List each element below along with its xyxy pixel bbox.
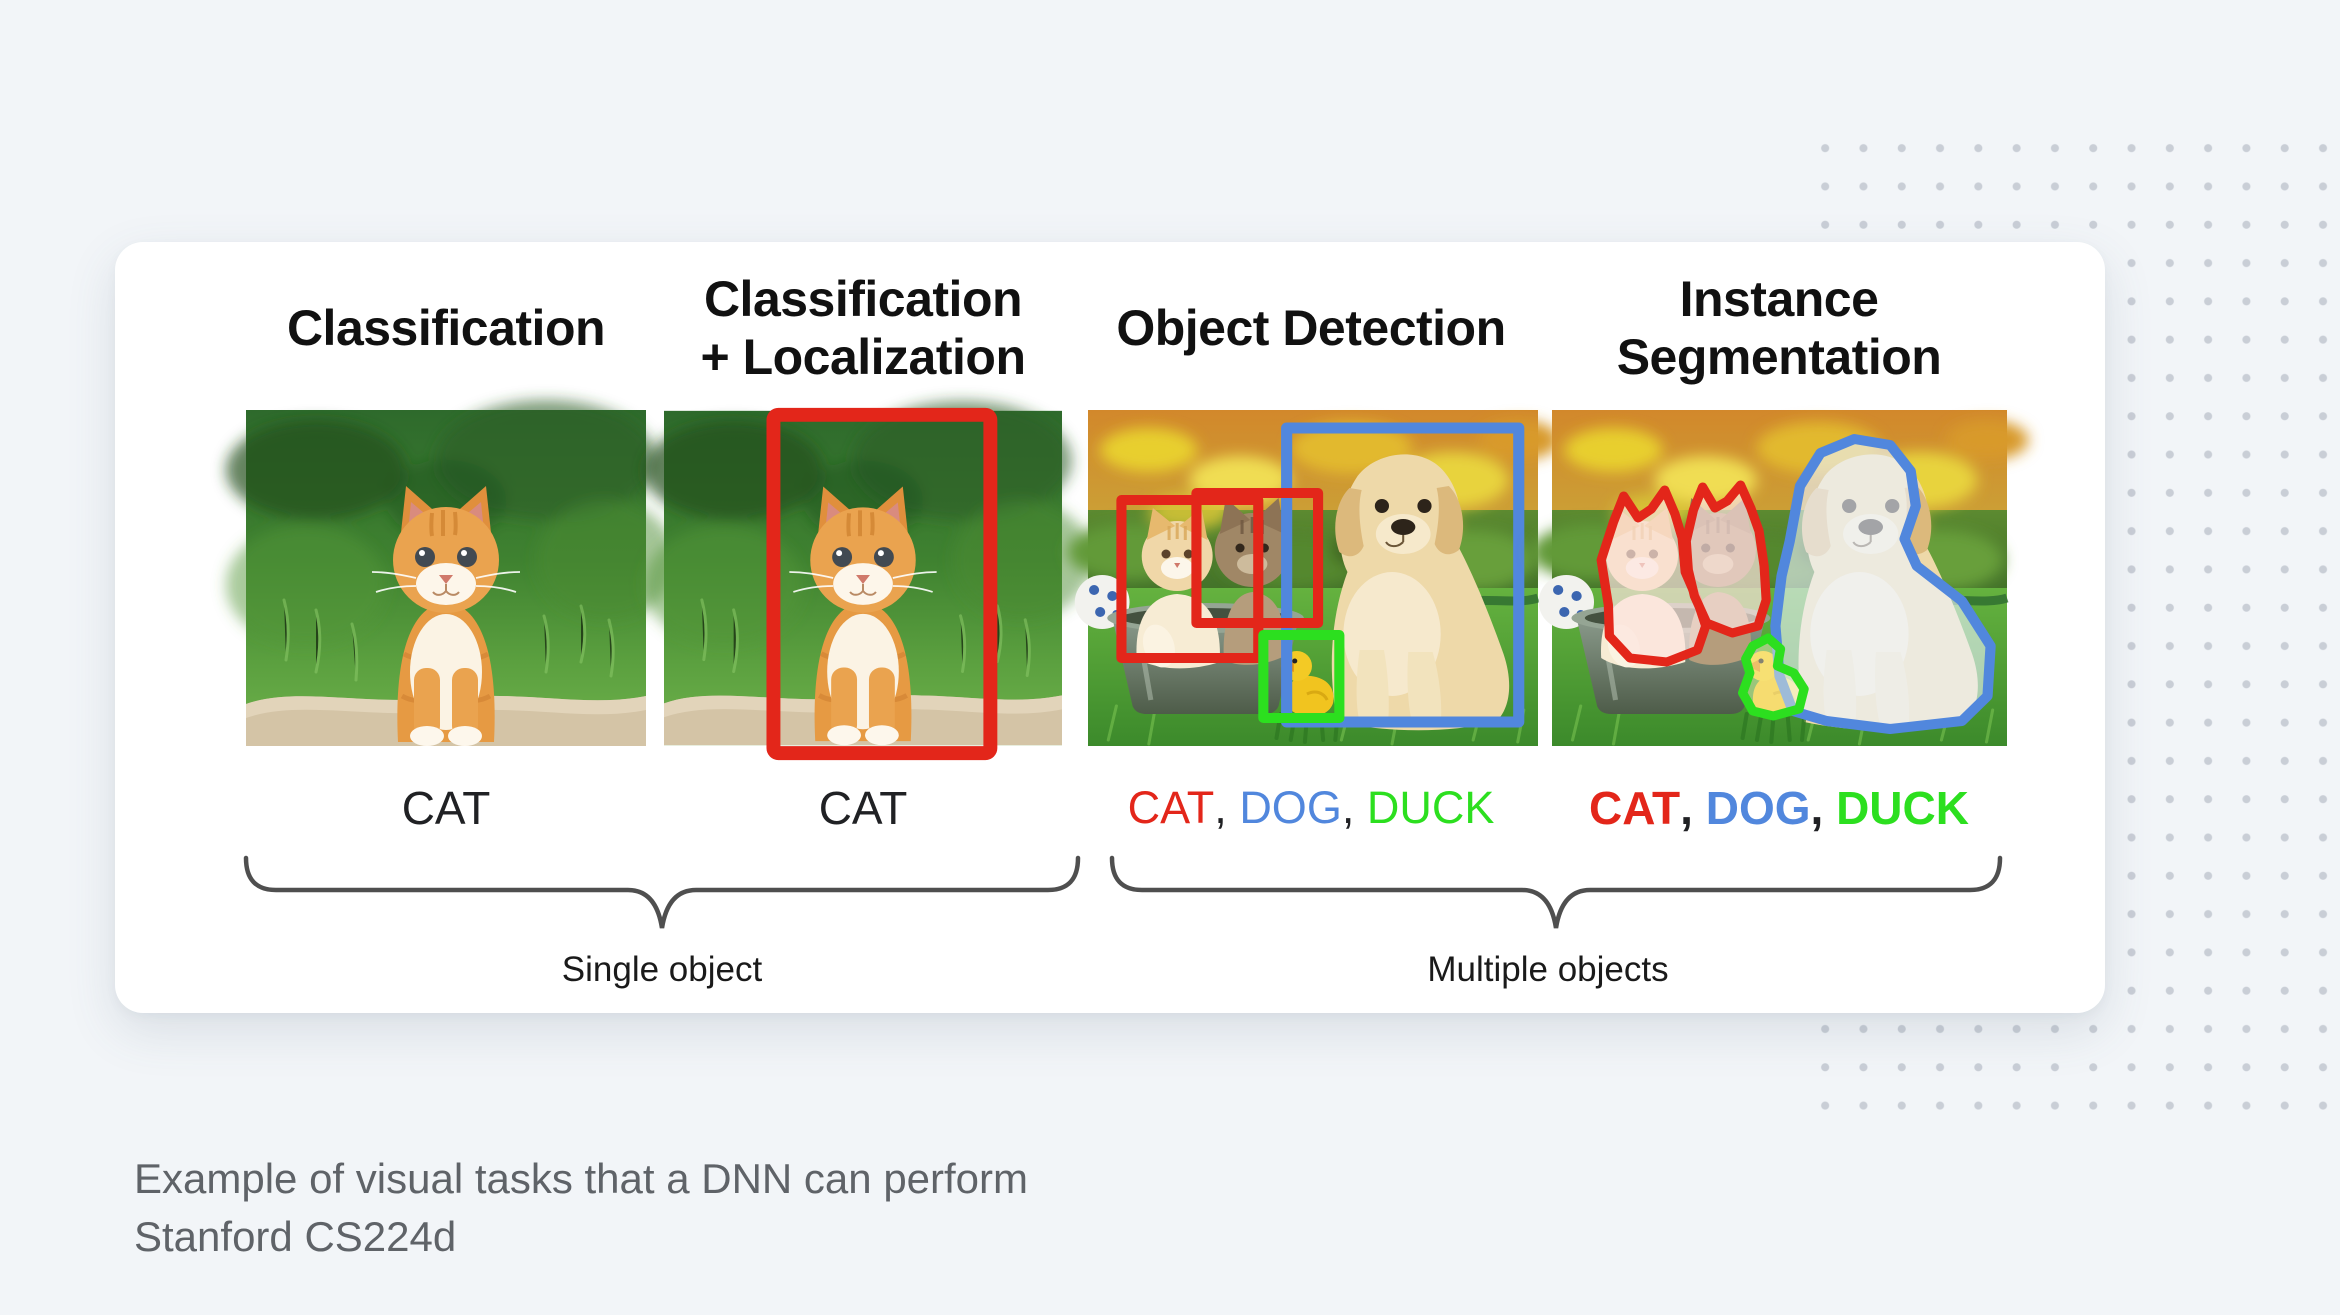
label-duck: DUCK — [1366, 782, 1495, 833]
duck-segmentation-mask — [1737, 633, 1809, 721]
title-line: Classification — [703, 271, 1023, 327]
object-detection-image — [1088, 410, 1538, 746]
dog-segmentation-mask — [1770, 434, 1996, 734]
label-separator: , — [1341, 782, 1367, 833]
label-dog: DOG — [1239, 782, 1342, 833]
localization-image — [664, 410, 1062, 761]
title-line: Classification — [286, 300, 606, 356]
multiple-objects-label: Multiple objects — [1427, 950, 1669, 989]
label-localization: CAT — [613, 778, 1113, 838]
label-cat: CAT — [1127, 782, 1215, 833]
multiple-objects-brace — [1109, 855, 2003, 929]
title-line: + Localization — [700, 329, 1026, 385]
cat2-bounding-box — [1191, 488, 1324, 628]
cat-bounding-box — [766, 407, 998, 761]
label-duck: DUCK — [1836, 782, 1969, 834]
label-classification: CAT — [196, 778, 696, 838]
caption: Example of visual tasks that a DNN can p… — [134, 1150, 1028, 1266]
label-dog: DOG — [1705, 782, 1811, 834]
title-line: Segmentation — [1616, 329, 1942, 385]
caption-line-2: Stanford CS224d — [134, 1213, 457, 1260]
label-object-detection: CAT, DOG, DUCK — [1061, 778, 1561, 838]
caption-line-1: Example of visual tasks that a DNN can p… — [134, 1155, 1029, 1202]
cat1-bounding-box — [1116, 495, 1264, 663]
single-object-label: Single object — [561, 950, 763, 989]
single-object-brace — [243, 855, 1081, 929]
title-line: Object Detection — [1116, 300, 1506, 356]
cat1-segmentation-mask — [1596, 485, 1711, 667]
classification-image — [246, 410, 646, 746]
dog-bounding-box — [1281, 422, 1525, 728]
label-separator: , — [1810, 782, 1837, 834]
title-classification: Classification — [196, 258, 696, 398]
label-separator: , — [1680, 782, 1706, 834]
instance-segmentation-image — [1552, 410, 2007, 746]
label-cat: CAT — [818, 782, 908, 834]
title-classification-localization: Classification + Localization — [613, 258, 1113, 398]
grouping-braces — [243, 855, 2003, 929]
title-line: Instance — [1679, 271, 1879, 327]
title-instance-segmentation: Instance Segmentation — [1529, 258, 2029, 398]
label-cat: CAT — [401, 782, 491, 834]
cat2-segmentation-mask — [1681, 480, 1771, 638]
title-object-detection: Object Detection — [1061, 258, 1561, 398]
duck-bounding-box — [1258, 630, 1345, 723]
label-separator: , — [1214, 782, 1240, 833]
label-instance-segmentation: CAT, DOG, DUCK — [1529, 778, 2029, 838]
label-cat: CAT — [1589, 782, 1681, 834]
